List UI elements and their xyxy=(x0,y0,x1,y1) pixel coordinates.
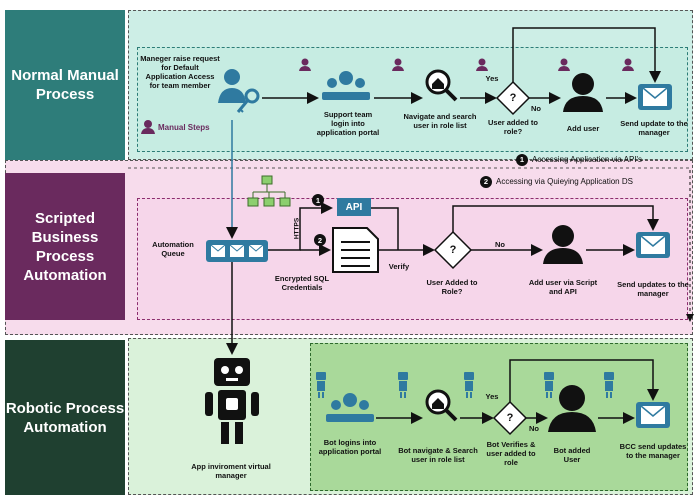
badge-one-note-label: 1 xyxy=(519,155,525,164)
credentials-label: Encrypted SQL Credentials xyxy=(274,274,330,292)
rpa-yes-label: Yes xyxy=(485,392,499,401)
rpa-decision-diamond xyxy=(492,400,528,436)
badge-one-note xyxy=(516,154,528,166)
send-update-label: Send update to the manager xyxy=(620,119,688,137)
scripted-decision-diamond xyxy=(433,230,473,270)
api-box xyxy=(337,198,371,216)
manual-steps-person-icon xyxy=(141,120,155,134)
badge-one-a-label: 1 xyxy=(315,196,321,205)
verify-label: Verify xyxy=(388,262,410,271)
rpa-envelope-icon xyxy=(636,402,670,428)
badge-two-a xyxy=(314,234,326,246)
rpa-no-label: No xyxy=(529,424,539,433)
ds-access-note: Accessing via Quieying Application DS xyxy=(496,177,633,186)
network-icon xyxy=(247,175,291,207)
scripted-envelope-icon xyxy=(636,232,670,258)
support-team-icon xyxy=(322,71,370,100)
scripted-decision-label: User Added to Role? xyxy=(426,278,478,296)
add-user-silhouette xyxy=(563,73,603,112)
step-person-markers xyxy=(299,58,634,71)
bot-added-label: Bot added User xyxy=(553,446,591,464)
support-login-text: Support team login into application port… xyxy=(316,110,380,137)
automation-queue-label: Automation Queue xyxy=(152,240,194,258)
send-updates-label: Send updates to the manager xyxy=(617,280,689,298)
lane-label-scripted: Scripted Business Process Automation xyxy=(5,173,125,320)
https-label: HTTPS xyxy=(293,217,301,240)
manual-no-label: No xyxy=(531,104,541,113)
lane-label-manual: Normal Manual Process xyxy=(5,10,125,160)
scripted-no-label: No xyxy=(495,240,505,249)
manual-decision-diamond xyxy=(495,80,531,116)
bot-team-icon xyxy=(326,393,374,422)
search-house-icon xyxy=(425,69,458,102)
scripted-inner-bg xyxy=(137,198,688,320)
lane-label-rpa: Robotic Process Automation xyxy=(5,340,125,495)
manager-person-icon xyxy=(218,69,260,113)
manual-decision-label: User added to role? xyxy=(487,118,538,136)
automation-queue-icon xyxy=(206,240,268,262)
bot-verify-label: Bot Verifies & user added to role xyxy=(486,440,536,467)
navigate-search-text: Navigate and search user in role list xyxy=(403,112,477,130)
bot-search-icon xyxy=(425,389,458,422)
api-access-note: Accessing Application via API's xyxy=(532,155,643,164)
badge-two-note xyxy=(480,176,492,188)
bcc-send-label: BCC send updates to the manager xyxy=(619,442,687,460)
sql-document-icon xyxy=(332,227,379,273)
small-robot-markers xyxy=(316,372,614,398)
manual-steps-label: Manual Steps xyxy=(158,123,210,132)
bot-navigate-label: Bot navigate & Search user in role list xyxy=(398,446,478,464)
manual-yes-label: Yes xyxy=(485,74,499,83)
bot-env-label: App inviroment virtual manager xyxy=(191,462,271,480)
bot-added-user-silhouette xyxy=(548,385,596,432)
badge-two-a-label: 2 xyxy=(317,236,323,245)
decision-q-scripted: ? xyxy=(449,244,457,256)
decision-q-manual: ? xyxy=(509,92,517,104)
script-add-user-silhouette xyxy=(543,225,583,264)
big-robot-icon xyxy=(205,358,259,444)
manual-envelope-icon xyxy=(638,84,672,110)
decision-q-rpa: ? xyxy=(506,412,514,424)
badge-two-note-label: 2 xyxy=(483,177,489,186)
bot-login-label: Bot logins into application portal xyxy=(318,438,382,456)
script-add-user-label: Add user via Script and API xyxy=(528,278,598,296)
manager-request-text: Maneger raise request for Default Applic… xyxy=(140,54,220,90)
api-label: API xyxy=(345,202,363,213)
add-user-label: Add user xyxy=(566,124,600,133)
